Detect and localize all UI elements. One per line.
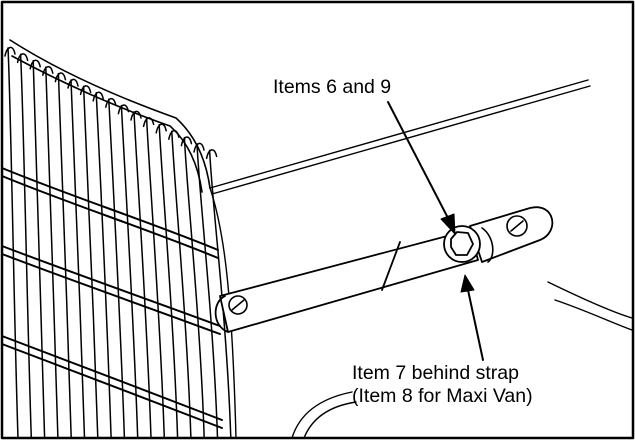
callout-items-6-and-9: Items 6 and 9 [273, 76, 392, 98]
grille-bar-top [29, 59, 41, 70]
arrow-icon [460, 274, 484, 361]
grille-wires [1, 167, 223, 429]
screw-head-icon [506, 215, 528, 237]
grille-bar [82, 85, 99, 439]
unit-top-edge [209, 79, 591, 195]
arrow-icon [387, 101, 456, 235]
grille-bar [183, 136, 205, 439]
grille-bar [95, 92, 112, 439]
grille-bar-top [130, 110, 142, 121]
grille-bar-top [42, 65, 54, 76]
grille-bar-top [79, 85, 92, 96]
grille-bar-top [105, 97, 117, 108]
grille-bar-top [168, 129, 180, 140]
grille-bar [57, 72, 72, 439]
grille-bar-top [205, 149, 218, 160]
grille-bar [196, 143, 219, 439]
grille-bar-top [4, 46, 16, 57]
unit-body-outline [209, 187, 633, 439]
grille-bar-top [155, 123, 167, 134]
grille-bar [45, 66, 59, 439]
grille-bar [145, 117, 166, 439]
grille-bars [4, 46, 232, 439]
grille-bar-top [193, 142, 205, 153]
grille-bar-top [92, 91, 104, 102]
grille-bar [208, 149, 232, 439]
grille-bar [158, 124, 179, 439]
hex-nut-icon [443, 225, 481, 263]
grille-bar [171, 130, 192, 439]
grille-bar [120, 104, 139, 439]
mounting-strap [214, 229, 479, 333]
callout-item-7-line2: (Item 8 for Maxi Van) [352, 385, 533, 407]
grille-bar-top [54, 72, 67, 83]
callout-item-7: Item 7 behind strap (Item 8 for Maxi Van… [352, 362, 533, 408]
grille-bar [70, 79, 86, 439]
grille-bar-top [117, 104, 130, 115]
grille-bar [133, 111, 152, 439]
grille-bar [7, 47, 19, 439]
unit-lower-opening [291, 391, 357, 439]
grille-bar [19, 53, 33, 439]
grille-bar-top [16, 53, 29, 64]
grille-bar-top [67, 78, 79, 89]
grille-housing [9, 39, 211, 193]
screw-head-icon [228, 295, 248, 315]
grille-bar-top [180, 136, 193, 147]
callout-item-7-line1: Item 7 behind strap [352, 362, 519, 384]
grille-bar-top [142, 117, 155, 128]
grille-bar [32, 60, 46, 439]
